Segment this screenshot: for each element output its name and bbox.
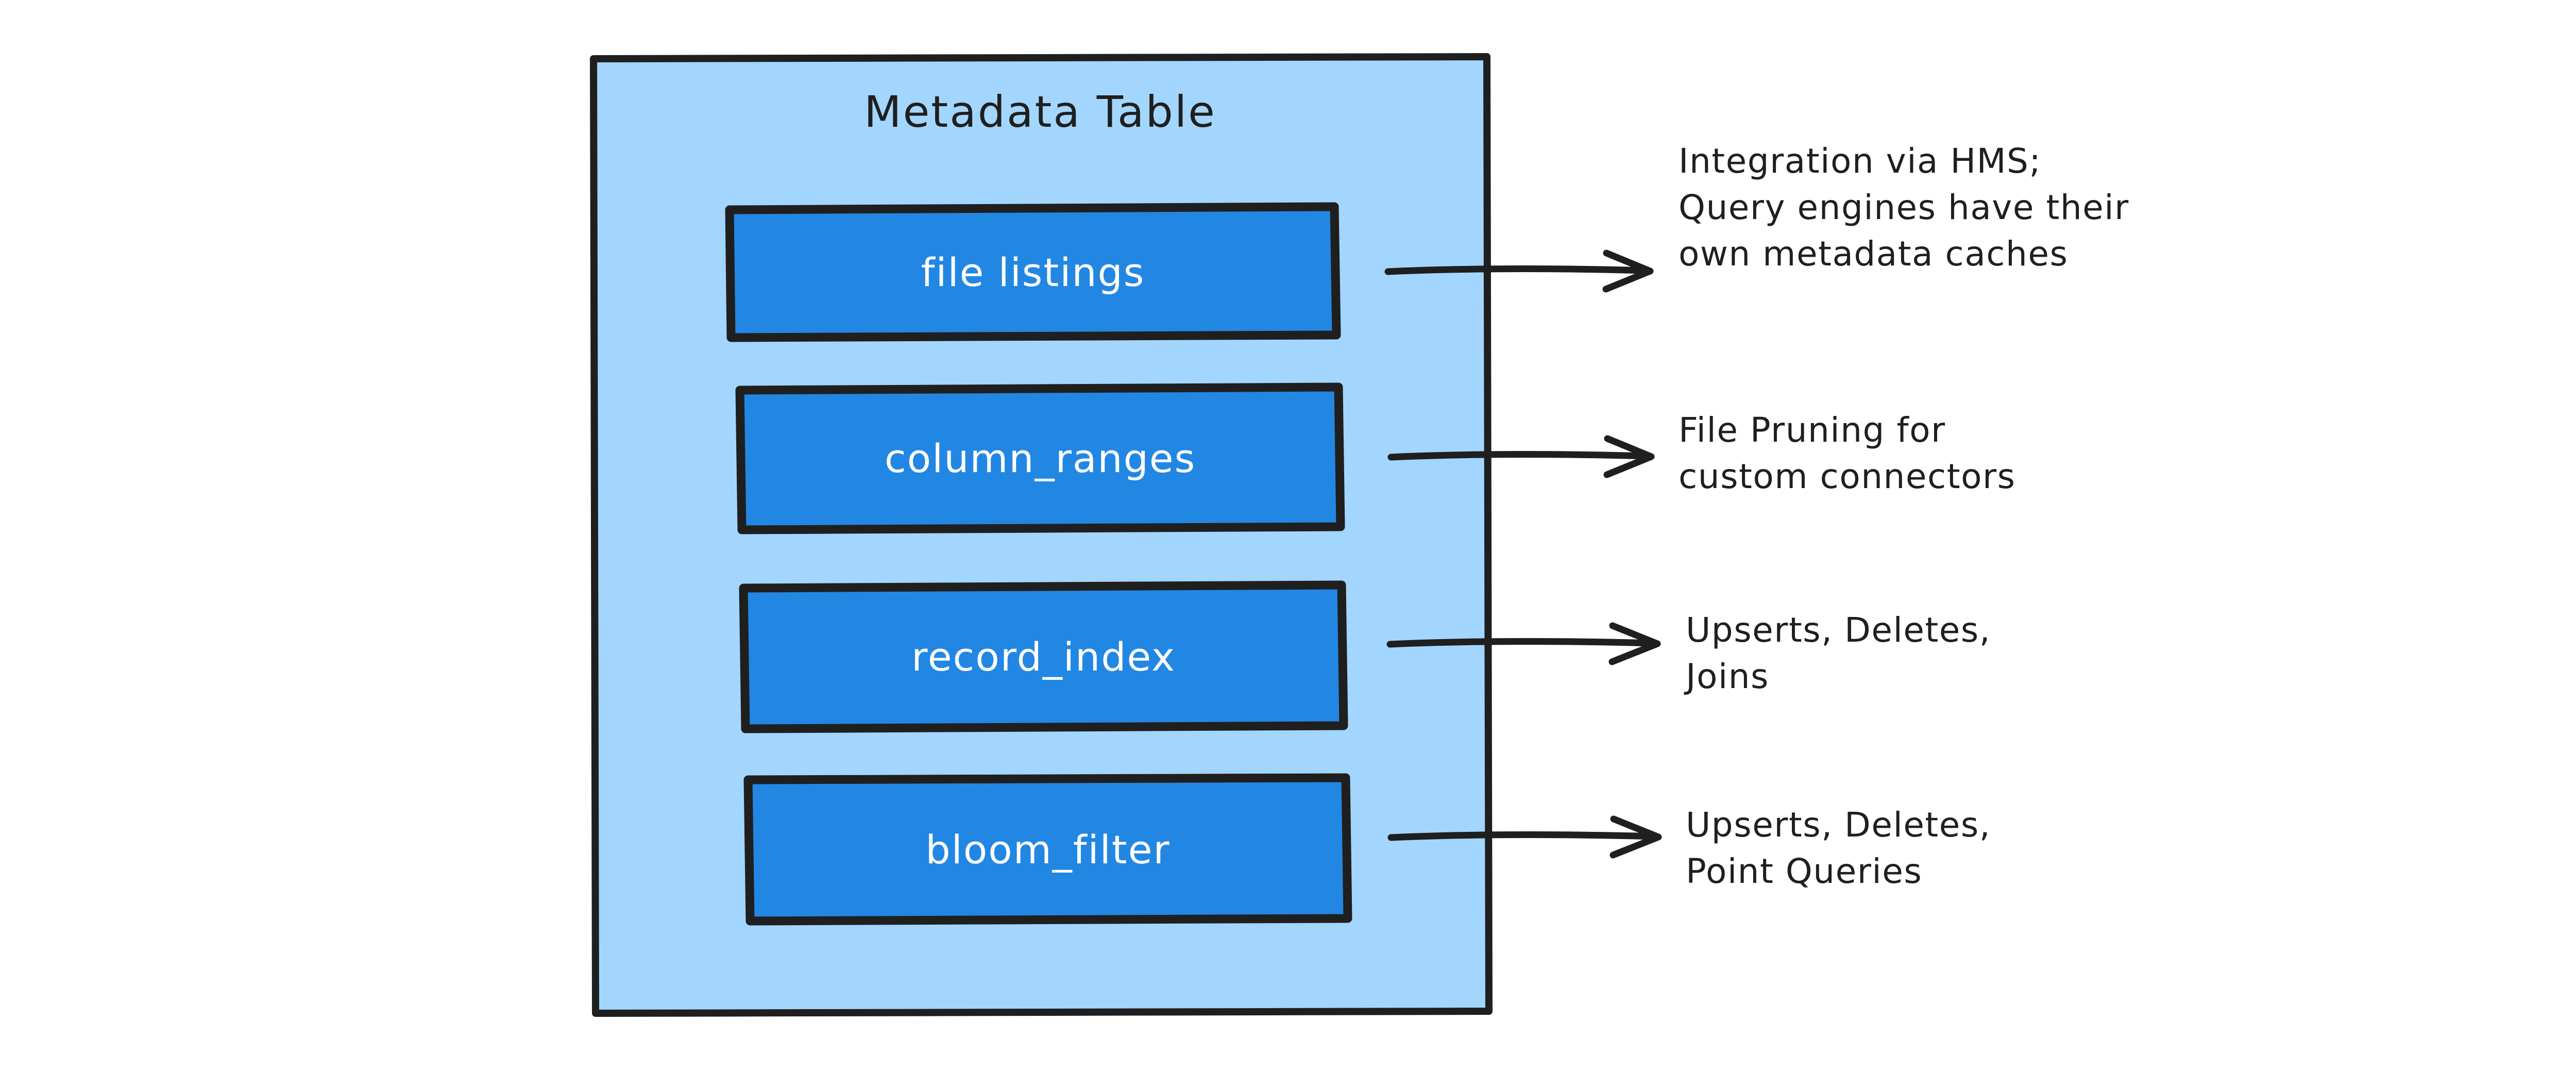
- block-label-file-listings[interactable]: file listings: [921, 249, 1145, 295]
- annotation-line: custom connectors: [1679, 456, 2016, 496]
- block-rect-file-listings: [725, 202, 1341, 342]
- annotation-line: Integration via HMS;: [1679, 141, 2042, 181]
- arrow-column-ranges: [1387, 435, 1655, 478]
- annotation-line: Upserts, Deletes,: [1686, 610, 1991, 650]
- annotation-record-index: Upserts, Deletes, Joins: [1686, 607, 1991, 700]
- block-rect-column-ranges: [735, 382, 1345, 534]
- page-title: Metadata Table: [864, 87, 1216, 137]
- block-rect-record-index: [739, 580, 1348, 733]
- block-label-column-ranges[interactable]: column_ranges: [884, 436, 1196, 481]
- annotation-line: Query engines have their: [1679, 187, 2129, 227]
- block-label-bloom-filter[interactable]: bloom_filter: [925, 826, 1171, 873]
- annotation-line: File Pruning for: [1679, 410, 1946, 450]
- annotation-line: Upserts, Deletes,: [1686, 805, 1991, 845]
- annotation-file-listings: Integration via HMS; Query engines have …: [1679, 138, 2129, 277]
- arrow-bloom-filter: [1387, 815, 1662, 859]
- annotation-column-ranges: File Pruning for custom connectors: [1679, 407, 2016, 500]
- block-rect-bloom-filter: [743, 773, 1352, 926]
- arrow-record-index: [1386, 622, 1661, 665]
- annotation-line: own metadata caches: [1679, 233, 2069, 274]
- block-label-record-index[interactable]: record_index: [911, 634, 1176, 680]
- annotation-bloom-filter: Upserts, Deletes, Point Queries: [1686, 802, 1991, 895]
- annotation-line: Joins: [1686, 656, 1769, 696]
- annotation-line: Point Queries: [1686, 851, 1923, 891]
- arrow-file-listings: [1384, 249, 1654, 293]
